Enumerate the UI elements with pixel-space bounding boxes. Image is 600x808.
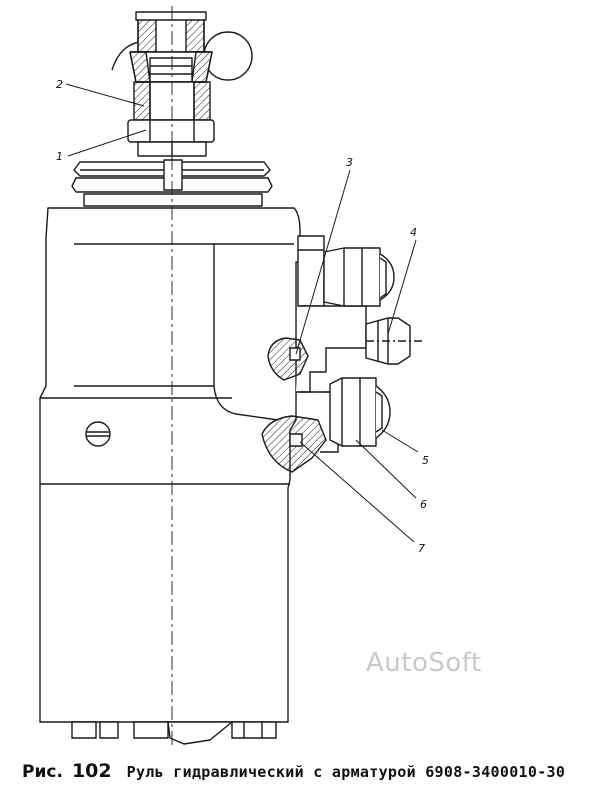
leader-2 xyxy=(65,83,145,107)
bottom-bolts xyxy=(71,721,277,745)
callout-4: 4 xyxy=(410,226,417,239)
callout-3: 3 xyxy=(346,156,353,169)
leader-6 xyxy=(355,439,417,499)
callout-1: 1 xyxy=(56,150,63,163)
side-screw xyxy=(85,421,111,447)
callout-2: 2 xyxy=(56,78,63,91)
housing-body xyxy=(39,207,301,723)
fitting-upper xyxy=(323,247,395,307)
leader-4 xyxy=(387,239,417,335)
callout-7: 7 xyxy=(418,542,425,555)
callout-6: 6 xyxy=(420,498,427,511)
leader-1 xyxy=(67,129,147,157)
leader-3 xyxy=(295,169,351,355)
fitting-lower xyxy=(329,377,391,447)
watermark: AutoSoft xyxy=(366,648,482,678)
manifold-block xyxy=(296,235,367,453)
section-cut-7 xyxy=(261,415,327,473)
caption-prefix: Рис. xyxy=(22,762,63,782)
leader-5 xyxy=(381,429,419,453)
figure-caption: Рис. 102 Руль гидравлический с арматурой… xyxy=(22,760,592,782)
caption-number: 102 xyxy=(71,760,112,782)
leader-7 xyxy=(299,441,415,543)
caption-text: Руль гидравлический с арматурой 6908-340… xyxy=(126,763,566,781)
fitting-middle xyxy=(365,317,424,365)
callout-5: 5 xyxy=(422,454,429,467)
